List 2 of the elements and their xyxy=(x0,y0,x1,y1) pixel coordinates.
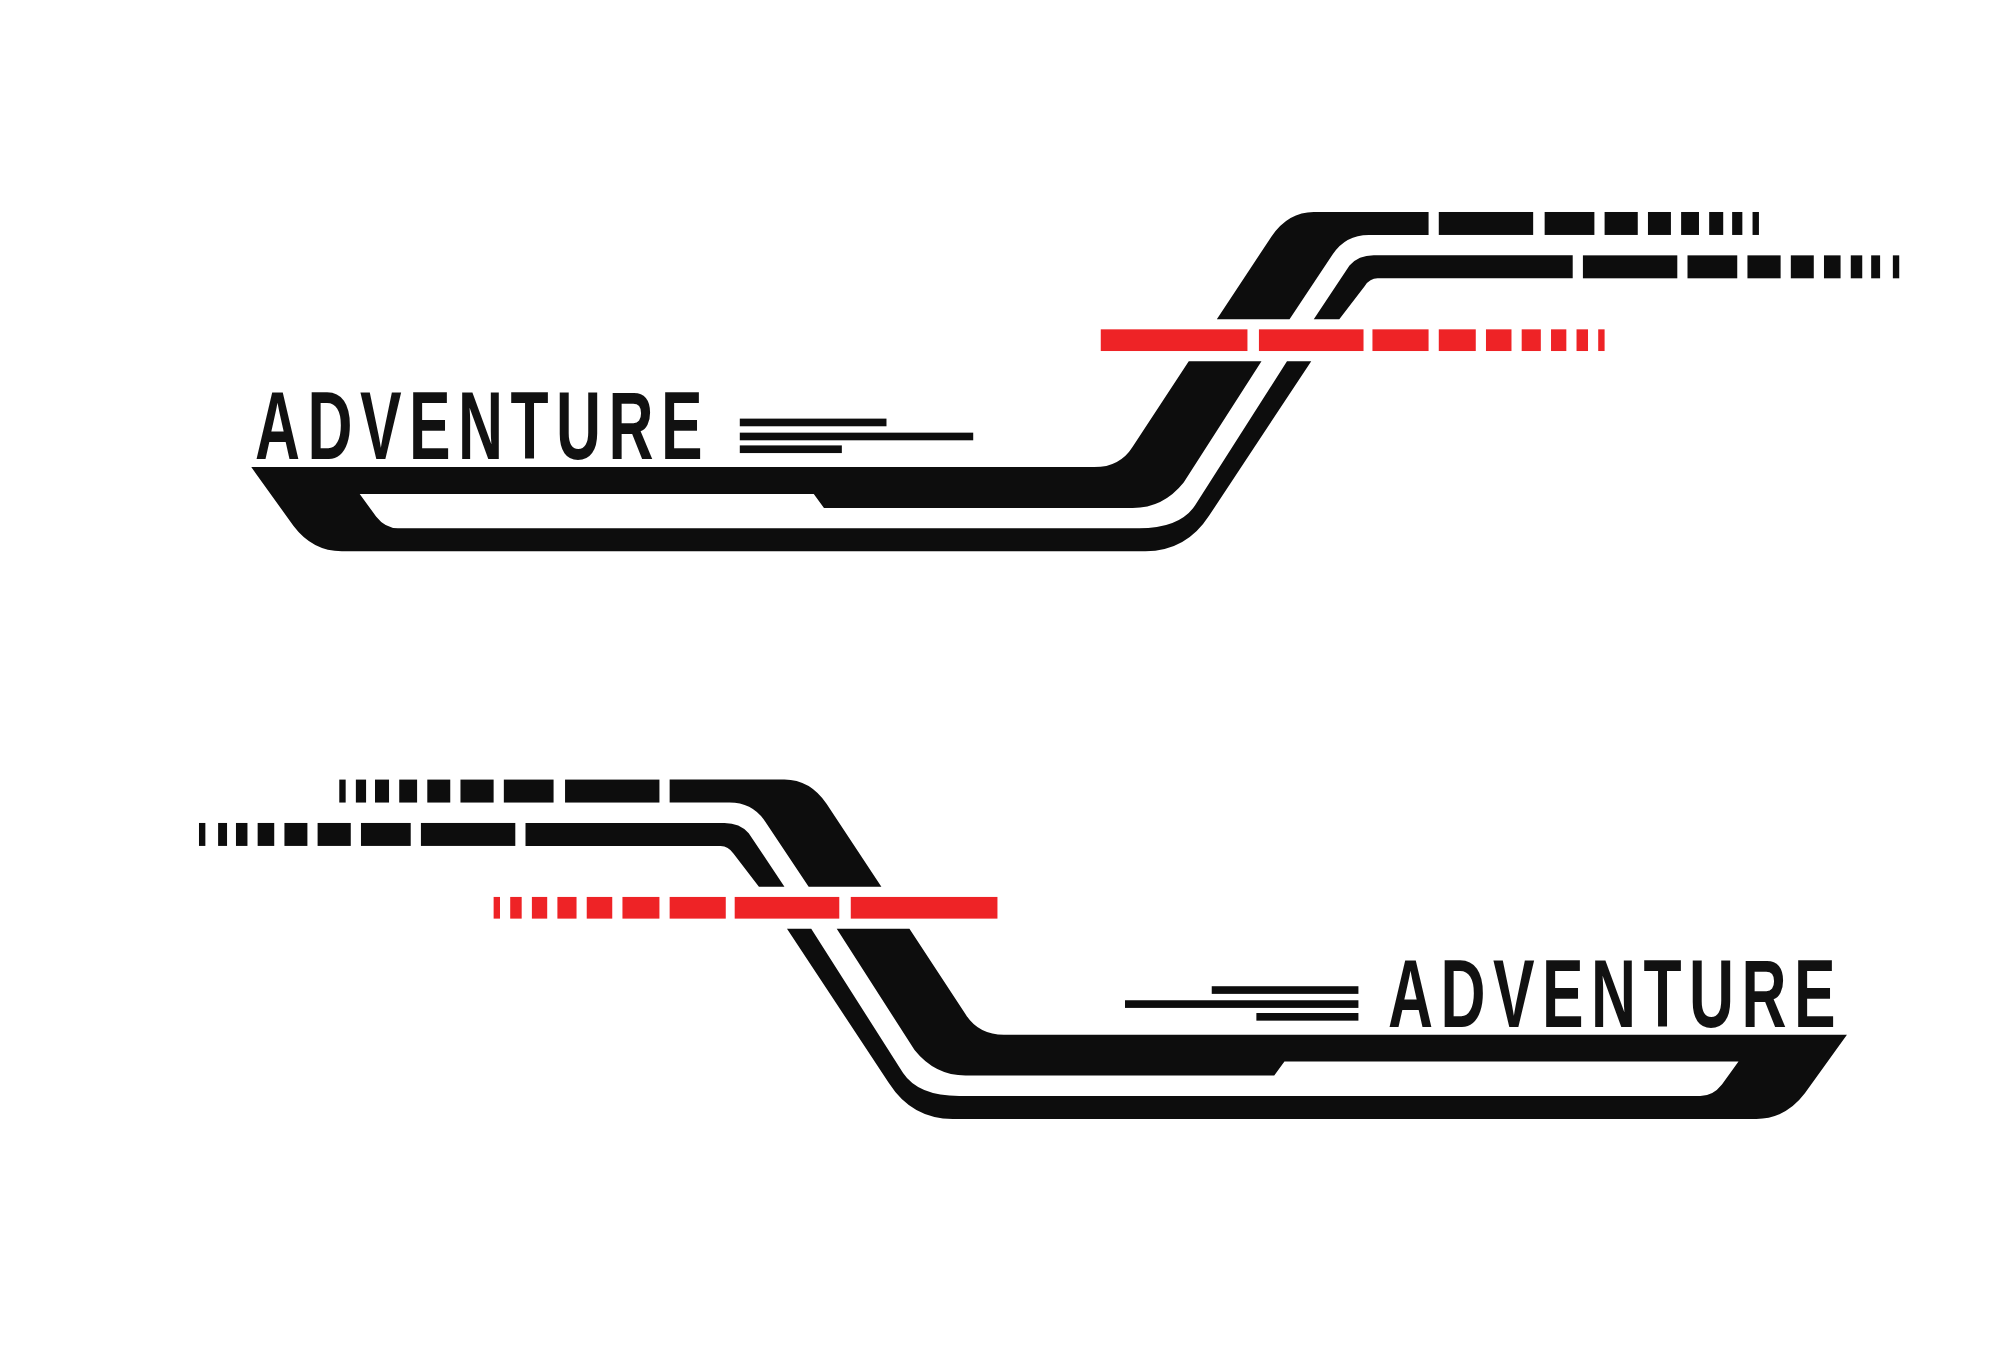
title-text: ADVENTURE xyxy=(1387,945,1843,1042)
title-text: ADVENTURE xyxy=(255,378,711,474)
